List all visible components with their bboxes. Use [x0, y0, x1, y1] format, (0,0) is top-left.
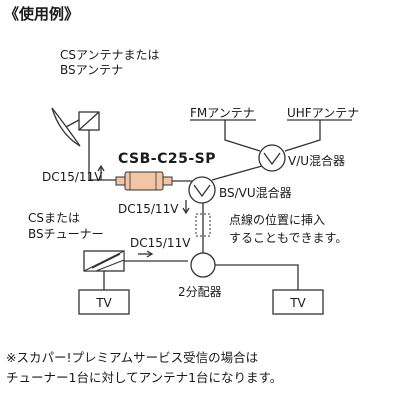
vu-mixer: [258, 144, 286, 172]
dc-down-arrow-icon: [182, 200, 190, 215]
dotted-note-line2: することもできます。: [229, 231, 347, 245]
dish-antenna-icon: [51, 107, 100, 147]
dotted-note-line1: 点線の位置に挿入: [229, 212, 325, 227]
splitter-label: 2分配器: [178, 285, 222, 299]
tuner-label-line2: BSチューナー: [28, 227, 104, 241]
dotted-insert-position: [195, 213, 211, 237]
cs-bs-antenna-label-line2: BSアンテナ: [60, 63, 123, 77]
tv-left: TV: [78, 289, 130, 315]
tv-right: TV: [272, 289, 324, 315]
dc-upper-label: DC15/11V: [42, 170, 103, 184]
dc-right-arrow-icon: [138, 250, 154, 258]
vu-mixer-label: V/U混合器: [288, 153, 345, 168]
dc-up-arrow-icon: [97, 164, 105, 180]
converter-product: [115, 171, 173, 191]
title: 《使用例》: [4, 5, 79, 23]
fm-antenna-label: FMアンテナ: [190, 106, 255, 120]
bsvu-mixer: [188, 176, 216, 204]
tuner-label-line1: CSまたは: [28, 211, 80, 225]
splitter: [190, 252, 216, 278]
footnote-line2: チューナー1台に対してアンテナ1台になります。: [6, 370, 282, 385]
product-label: CSB-C25-SP: [118, 151, 216, 167]
tv-left-label: TV: [95, 296, 112, 310]
dc-lower-label: DC15/11V: [118, 202, 179, 216]
dc-tuner-label: DC15/11V: [130, 236, 191, 250]
bsvu-mixer-label: BS/VU混合器: [219, 185, 292, 200]
cs-bs-antenna-label-line1: CSアンテナまたは: [60, 48, 160, 62]
tv-right-label: TV: [289, 296, 306, 310]
uhf-antenna-label: UHFアンテナ: [287, 106, 359, 120]
footnote-line1: ※スカパー!プレミアムサービス受信の場合は: [6, 350, 258, 365]
tuner-device: [83, 250, 125, 272]
